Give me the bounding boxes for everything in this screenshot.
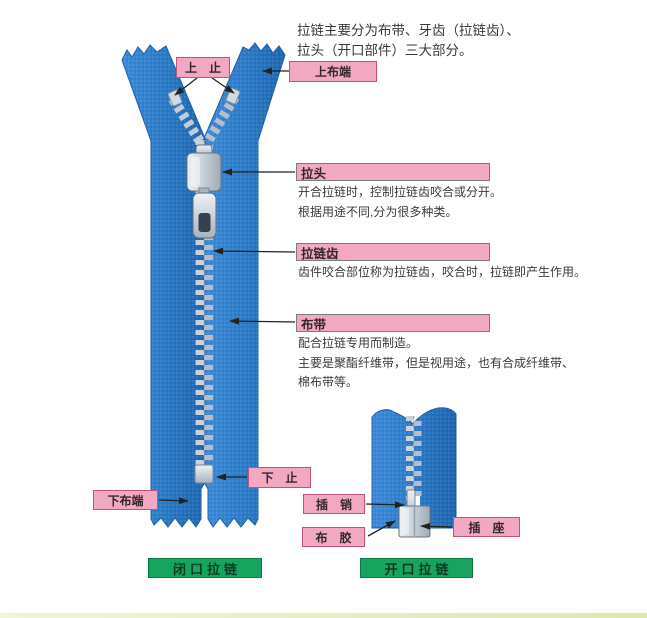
callout-arrows bbox=[158, 67, 453, 537]
label-slider: 拉头 bbox=[296, 163, 490, 181]
arrow-tape bbox=[229, 317, 296, 325]
arrow-teeth bbox=[213, 247, 296, 255]
slider-highlight bbox=[191, 157, 200, 187]
intro-text: 拉链主要分为布带、牙齿（拉链齿）、 拉头（开口部件）三大部分。 bbox=[297, 21, 520, 61]
label-bottom-tape-end: 下布端 bbox=[93, 490, 158, 510]
puller-hole bbox=[198, 213, 211, 232]
arrow-top-stop-right bbox=[211, 77, 235, 94]
slider-desc-line-1: 开合拉链时，控制拉链齿咬合或分开。 bbox=[298, 185, 503, 199]
label-top-stop: 上 止 bbox=[176, 57, 230, 78]
arrow-retainer-box bbox=[420, 522, 453, 530]
caption-closed-zipper: 闭口拉链 bbox=[148, 558, 262, 578]
closed-zipper-illustration bbox=[121, 42, 286, 528]
left-tape-texture bbox=[122, 45, 204, 527]
label-retainer-box: 插 座 bbox=[453, 517, 520, 537]
label-insert-pin: 插 销 bbox=[303, 494, 365, 514]
arrow-tape-glue bbox=[367, 520, 396, 537]
intro-line-2: 拉头（开口部件）三大部分。 bbox=[297, 43, 473, 58]
tape-desc-line-2: 主要是聚酯纤维带，但是视用途，也有合成纤维带、 bbox=[298, 355, 575, 370]
label-tape: 布带 bbox=[296, 314, 490, 332]
open-zipper-illustration bbox=[371, 407, 457, 538]
retainer-box-part bbox=[398, 505, 431, 538]
tape-description: 配合拉链专用而制造。 主要是聚酯纤维带，但是视用途，也有合成纤维带、 棉布带等。 bbox=[298, 334, 574, 393]
caption-open-zipper: 开口拉链 bbox=[360, 558, 473, 578]
arrow-bottom-tape-end bbox=[158, 497, 189, 505]
intro-line-1: 拉链主要分为布带、牙齿（拉链齿）、 bbox=[297, 23, 520, 38]
slider-desc-line-2: 根据用途不同,分为很多种类。 bbox=[298, 204, 458, 219]
slider-description: 开合拉链时，控制拉链齿咬合或分开。 根据用途不同,分为很多种类。 bbox=[298, 183, 502, 222]
teeth-description: 齿件咬合部位称为拉链齿，咬合时，拉链即产生作用。 bbox=[298, 263, 586, 283]
bottom-stop-part bbox=[194, 464, 214, 484]
label-teeth: 拉链齿 bbox=[296, 243, 490, 261]
open-zipper-teeth bbox=[406, 416, 422, 500]
right-tape-texture bbox=[205, 43, 285, 527]
tape-desc-line-1: 配合拉链专用而制造。 bbox=[298, 336, 419, 350]
label-tape-glue: 布 胶 bbox=[302, 527, 365, 547]
slider-part bbox=[186, 144, 222, 239]
label-top-tape-end: 上布端 bbox=[289, 61, 377, 82]
label-bottom-stop: 下 止 bbox=[248, 467, 311, 488]
tape-desc-line-3: 棉布带等。 bbox=[298, 375, 359, 389]
teeth-desc-line-1: 齿件咬合部位称为拉链齿，咬合时，拉链即产生作用。 bbox=[298, 265, 587, 279]
scan-edge-strip bbox=[0, 613, 647, 618]
arrow-insert-pin bbox=[365, 501, 405, 509]
arrow-top-stop-left bbox=[174, 77, 198, 96]
